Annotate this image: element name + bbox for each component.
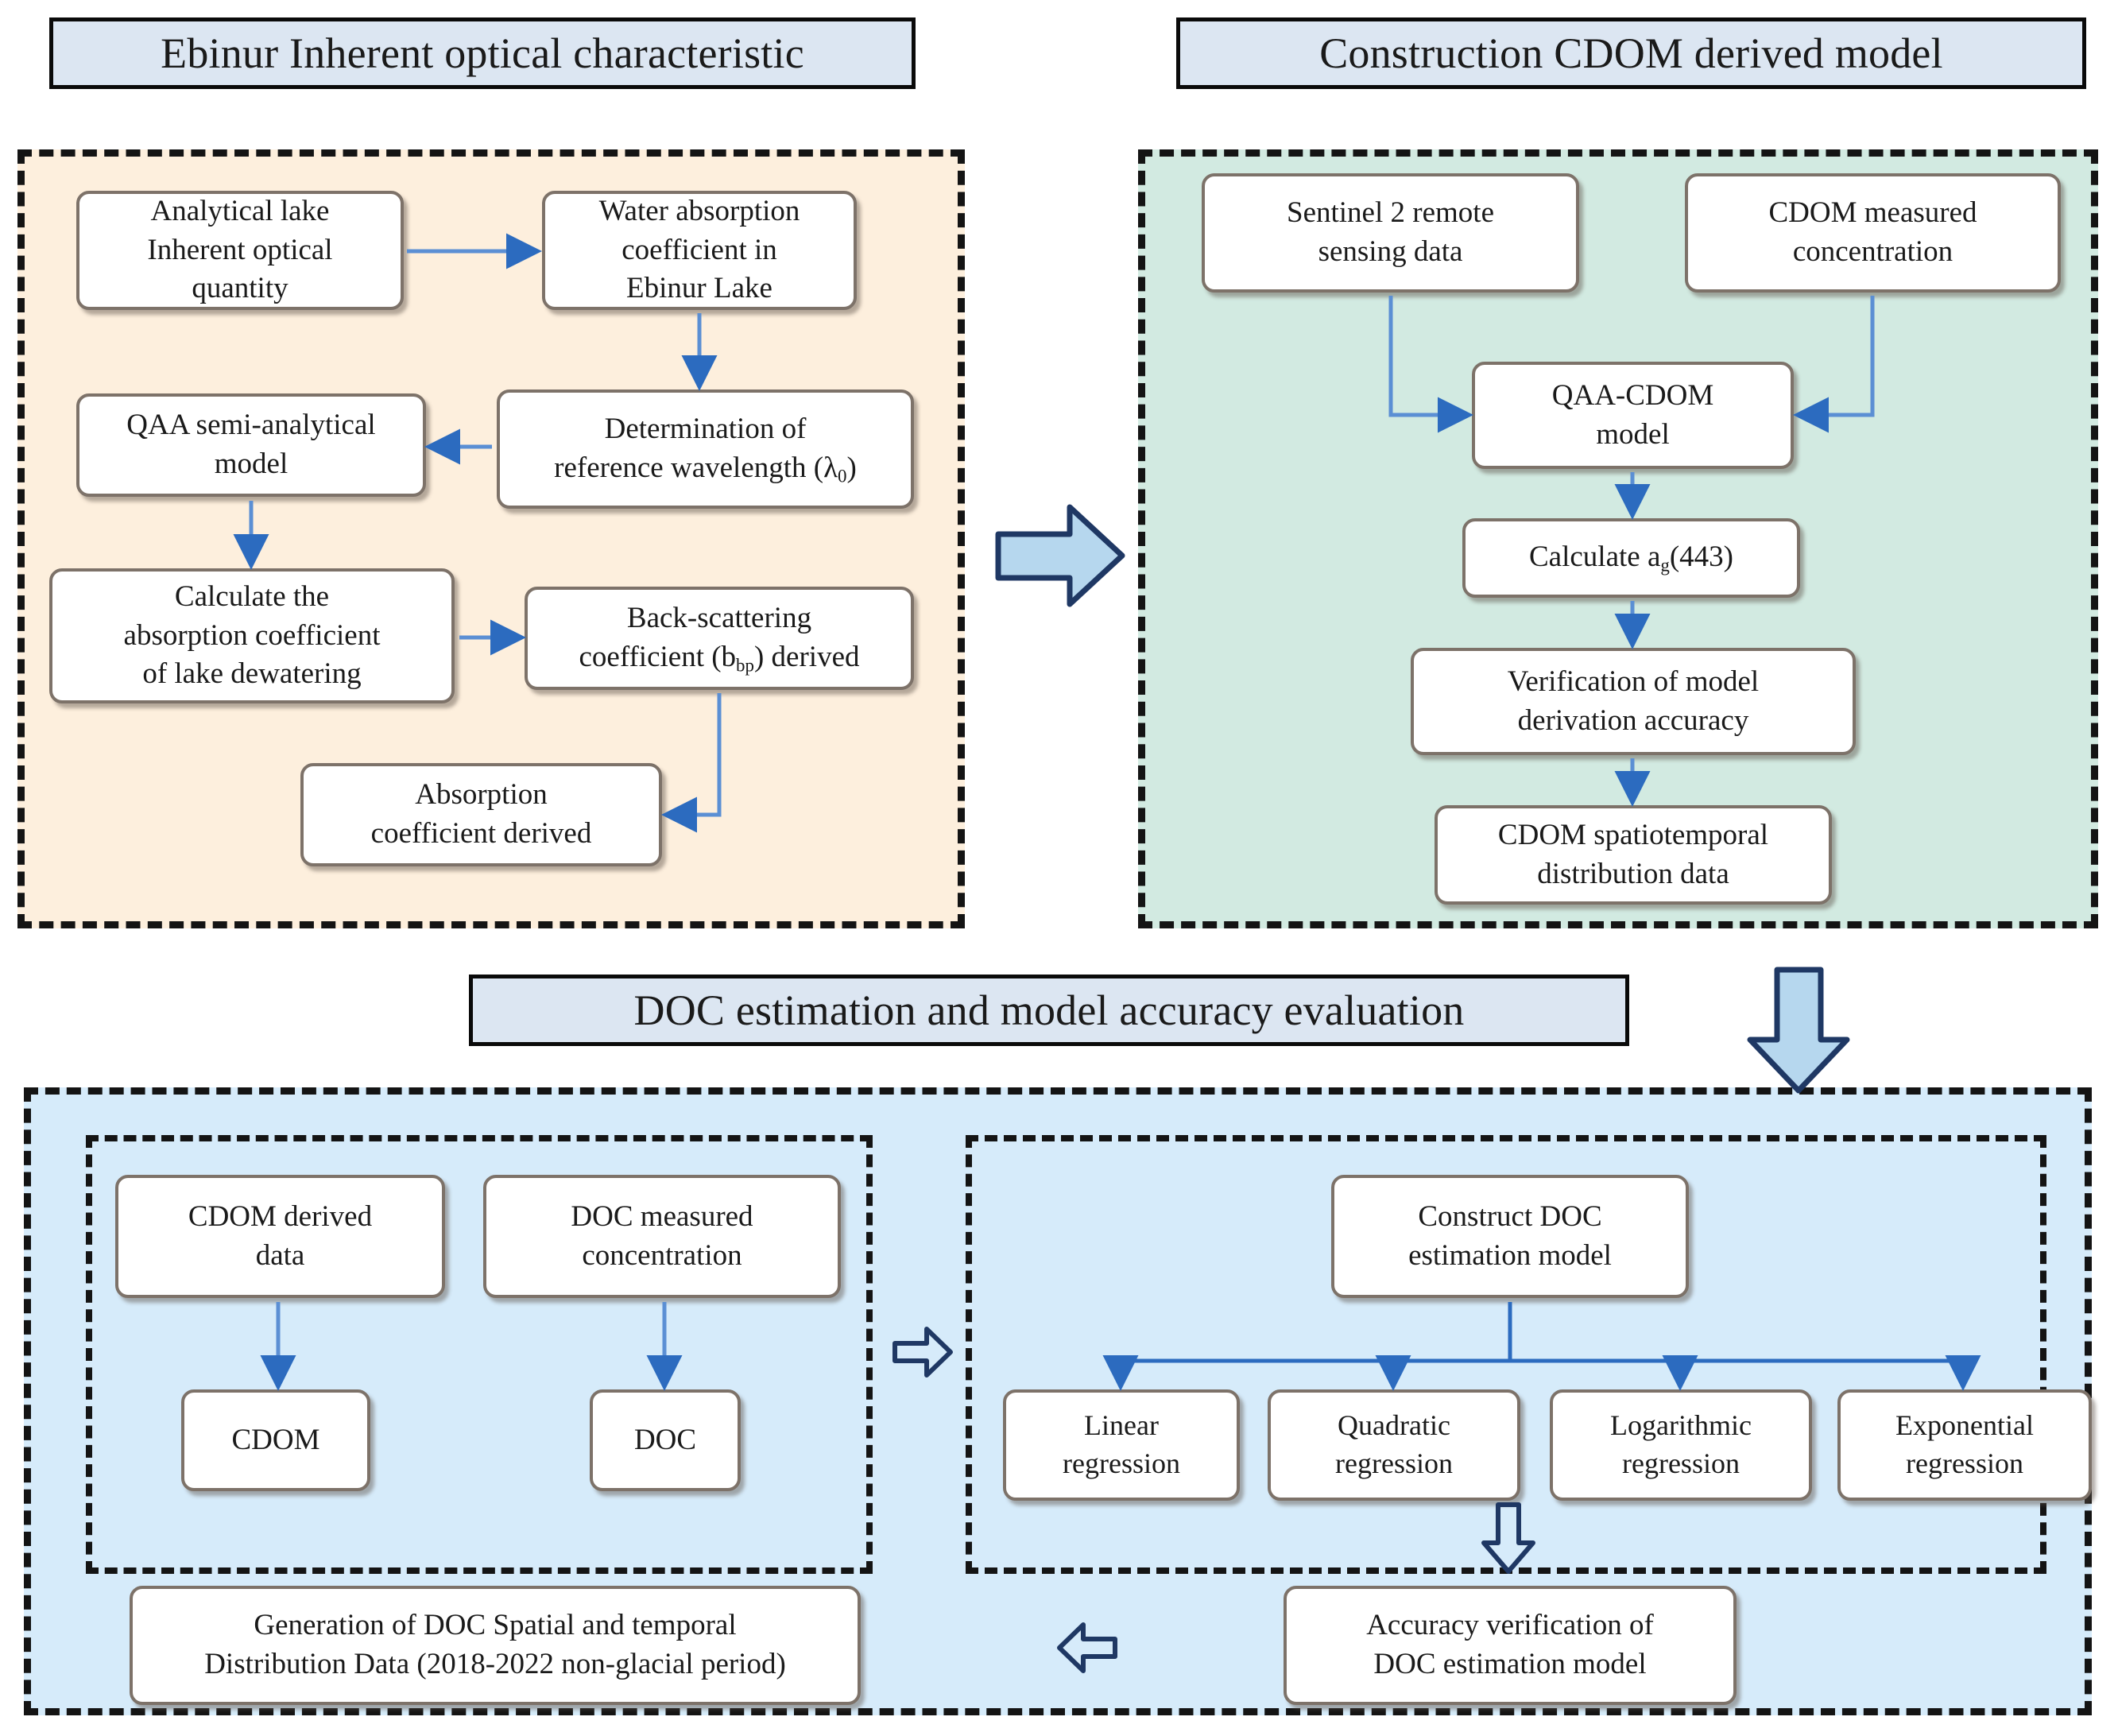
banner-cdom: Construction CDOM derived model [1176,17,2086,89]
panel-doc-data-group [86,1135,873,1574]
node-doc[interactable]: DOC [590,1389,741,1491]
outline-arrow-data-to-regression [893,1327,953,1378]
node-calculate-ag-443[interactable]: Calculate ag(443) [1462,518,1800,598]
banner-doc: DOC estimation and model accuracy evalua… [469,975,1629,1046]
outline-arrow-accuracy-to-generation [1057,1622,1117,1673]
block-arrow-optical-to-cdom [995,504,1125,607]
node-cdom[interactable]: CDOM [181,1389,370,1491]
banner-optical-label: Ebinur Inherent optical characteristic [161,29,804,77]
banner-doc-label: DOC estimation and model accuracy evalua… [633,986,1465,1034]
outline-arrow-regression-to-accuracy [1481,1502,1535,1574]
block-arrow-cdom-to-doc [1747,967,1850,1094]
banner-cdom-label: Construction CDOM derived model [1319,29,1943,77]
banner-optical: Ebinur Inherent optical characteristic [49,17,916,89]
